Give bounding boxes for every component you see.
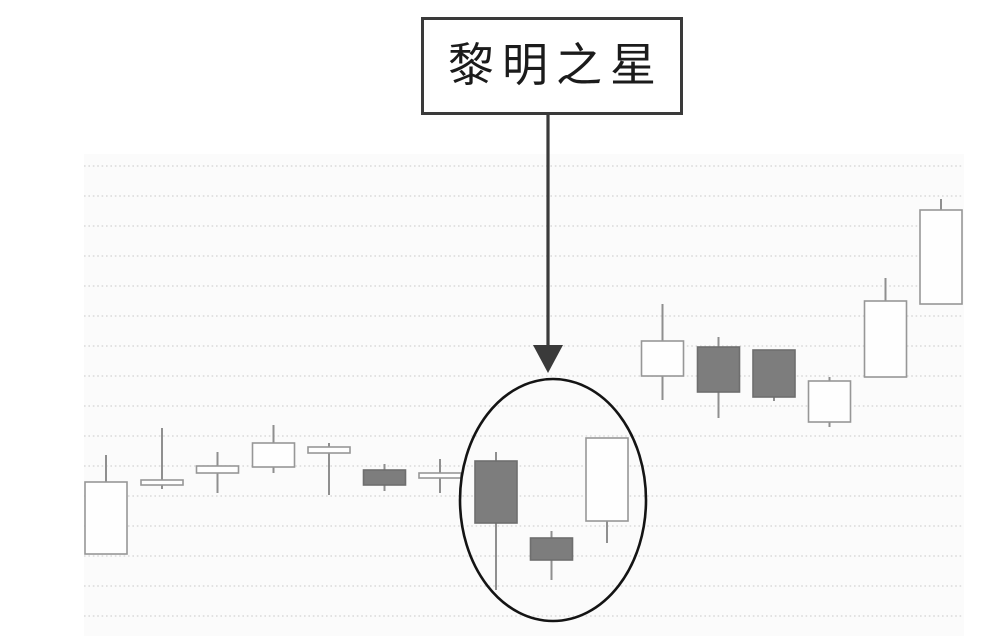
candle-body-down [752, 349, 796, 398]
pattern-label: 黎明之星 [448, 40, 664, 91]
candle-body-up [863, 300, 908, 378]
pattern-callout-box: 黎明之星 [421, 17, 683, 115]
candle-body-up [919, 209, 963, 305]
candle-body-down [362, 469, 407, 486]
candle-body-up [640, 340, 685, 377]
candle-body-up [84, 481, 128, 555]
candle-body-up [807, 380, 852, 423]
pattern-highlight-ellipse [458, 377, 648, 623]
candle-body-up [251, 442, 296, 468]
candle-body-down [474, 460, 518, 524]
candle-body-up [418, 472, 462, 479]
arrow-head [533, 345, 563, 373]
candle-body-up [585, 437, 629, 522]
candle-body-down [696, 346, 741, 393]
candle-body-up [140, 479, 184, 486]
candle-body-up [195, 465, 240, 474]
candle-body-down [529, 537, 574, 561]
candle-body-up [307, 446, 351, 454]
